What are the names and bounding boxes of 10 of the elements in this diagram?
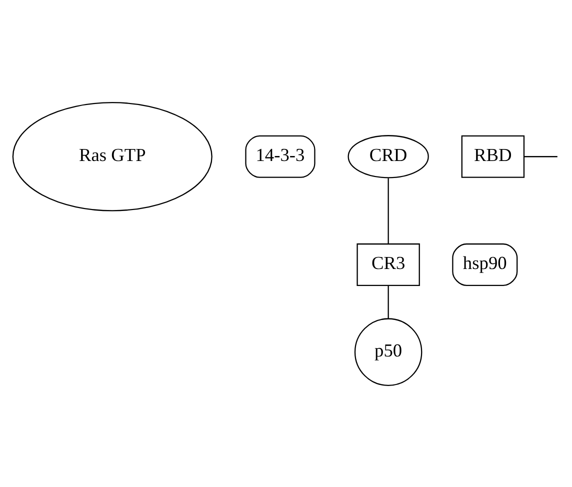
connector xyxy=(524,156,558,157)
connector xyxy=(388,285,389,318)
node-box: CR3 xyxy=(356,242,420,286)
node-box: hsp90 xyxy=(452,242,518,286)
connector xyxy=(388,178,389,244)
node-ellipse: CRD xyxy=(348,134,429,178)
node-circle: p50 xyxy=(354,318,422,386)
node-box: RBD xyxy=(461,134,525,178)
node-ellipse: Ras GTP xyxy=(12,102,212,211)
node-box: 14-3-3 xyxy=(245,134,316,178)
